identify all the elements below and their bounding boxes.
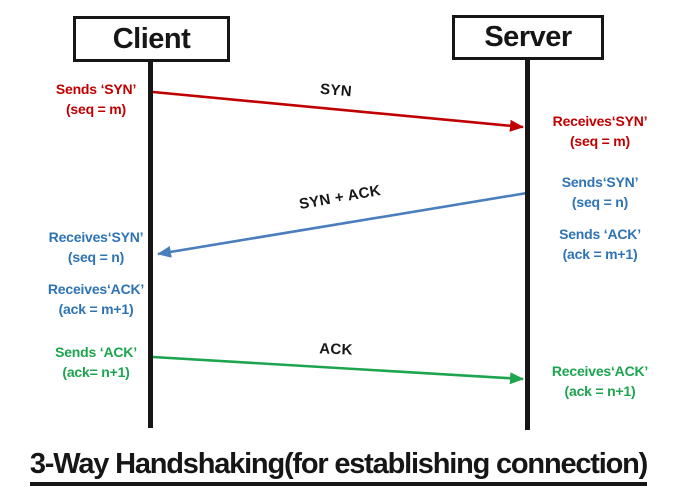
ack-arrow	[152, 355, 524, 385]
note-line: Sends ‘ACK’	[55, 344, 137, 360]
note-line: (seq = n)	[571, 193, 629, 210]
server-note-receives-syn: Receives‘SYN’ (seq = m)	[525, 112, 675, 151]
syn-arrow	[152, 90, 524, 132]
note-line: (ack= n+1)	[62, 363, 130, 380]
note-line: Receives‘SYN’	[48, 229, 144, 245]
note-line: (seq = m)	[569, 132, 631, 149]
syn-ack-arrow	[157, 191, 528, 258]
server-note-receives-ack: Receives‘ACK’ (ack = n+1)	[525, 362, 675, 401]
note-line: (ack = n+1)	[564, 382, 636, 399]
client-note-sends-ack: Sends ‘ACK’ (ack= n+1)	[21, 343, 171, 382]
diagram-title: 3-Way Handshaking(for establishing conne…	[0, 448, 677, 486]
note-line: (ack = m+1)	[58, 300, 134, 317]
client-actor-box: Client	[73, 16, 230, 62]
diagram-title-text: 3-Way Handshaking(for establishing conne…	[29, 448, 648, 486]
note-line: Receives‘SYN’	[552, 113, 648, 129]
server-actor-label: Server	[484, 21, 572, 53]
note-line: Receives‘ACK’	[47, 281, 145, 297]
note-line: Sends‘SYN’	[561, 174, 639, 190]
server-note-sends-syn: Sends‘SYN’ (seq = n)	[525, 173, 675, 212]
note-line: (ack = m+1)	[562, 245, 638, 262]
server-note-sends-ack: Sends ‘ACK’ (ack = m+1)	[525, 225, 675, 264]
note-line: Sends ‘SYN’	[55, 81, 137, 97]
note-line: (seq = n)	[67, 248, 125, 265]
client-note-sends-syn: Sends ‘SYN’ (seq = m)	[21, 80, 171, 119]
client-lifeline	[148, 59, 153, 428]
note-line: Sends ‘ACK’	[559, 226, 641, 242]
client-note-receives-syn: Receives‘SYN’ (seq = n)	[21, 228, 171, 267]
server-actor-box: Server	[452, 15, 604, 60]
note-line: (seq = m)	[65, 100, 127, 117]
client-note-receives-ack: Receives‘ACK’ (ack = m+1)	[21, 280, 171, 319]
ack-arrow-label: ACK	[319, 340, 353, 359]
server-lifeline	[525, 57, 530, 430]
note-line: Receives‘ACK’	[551, 363, 649, 379]
client-actor-label: Client	[112, 22, 191, 55]
